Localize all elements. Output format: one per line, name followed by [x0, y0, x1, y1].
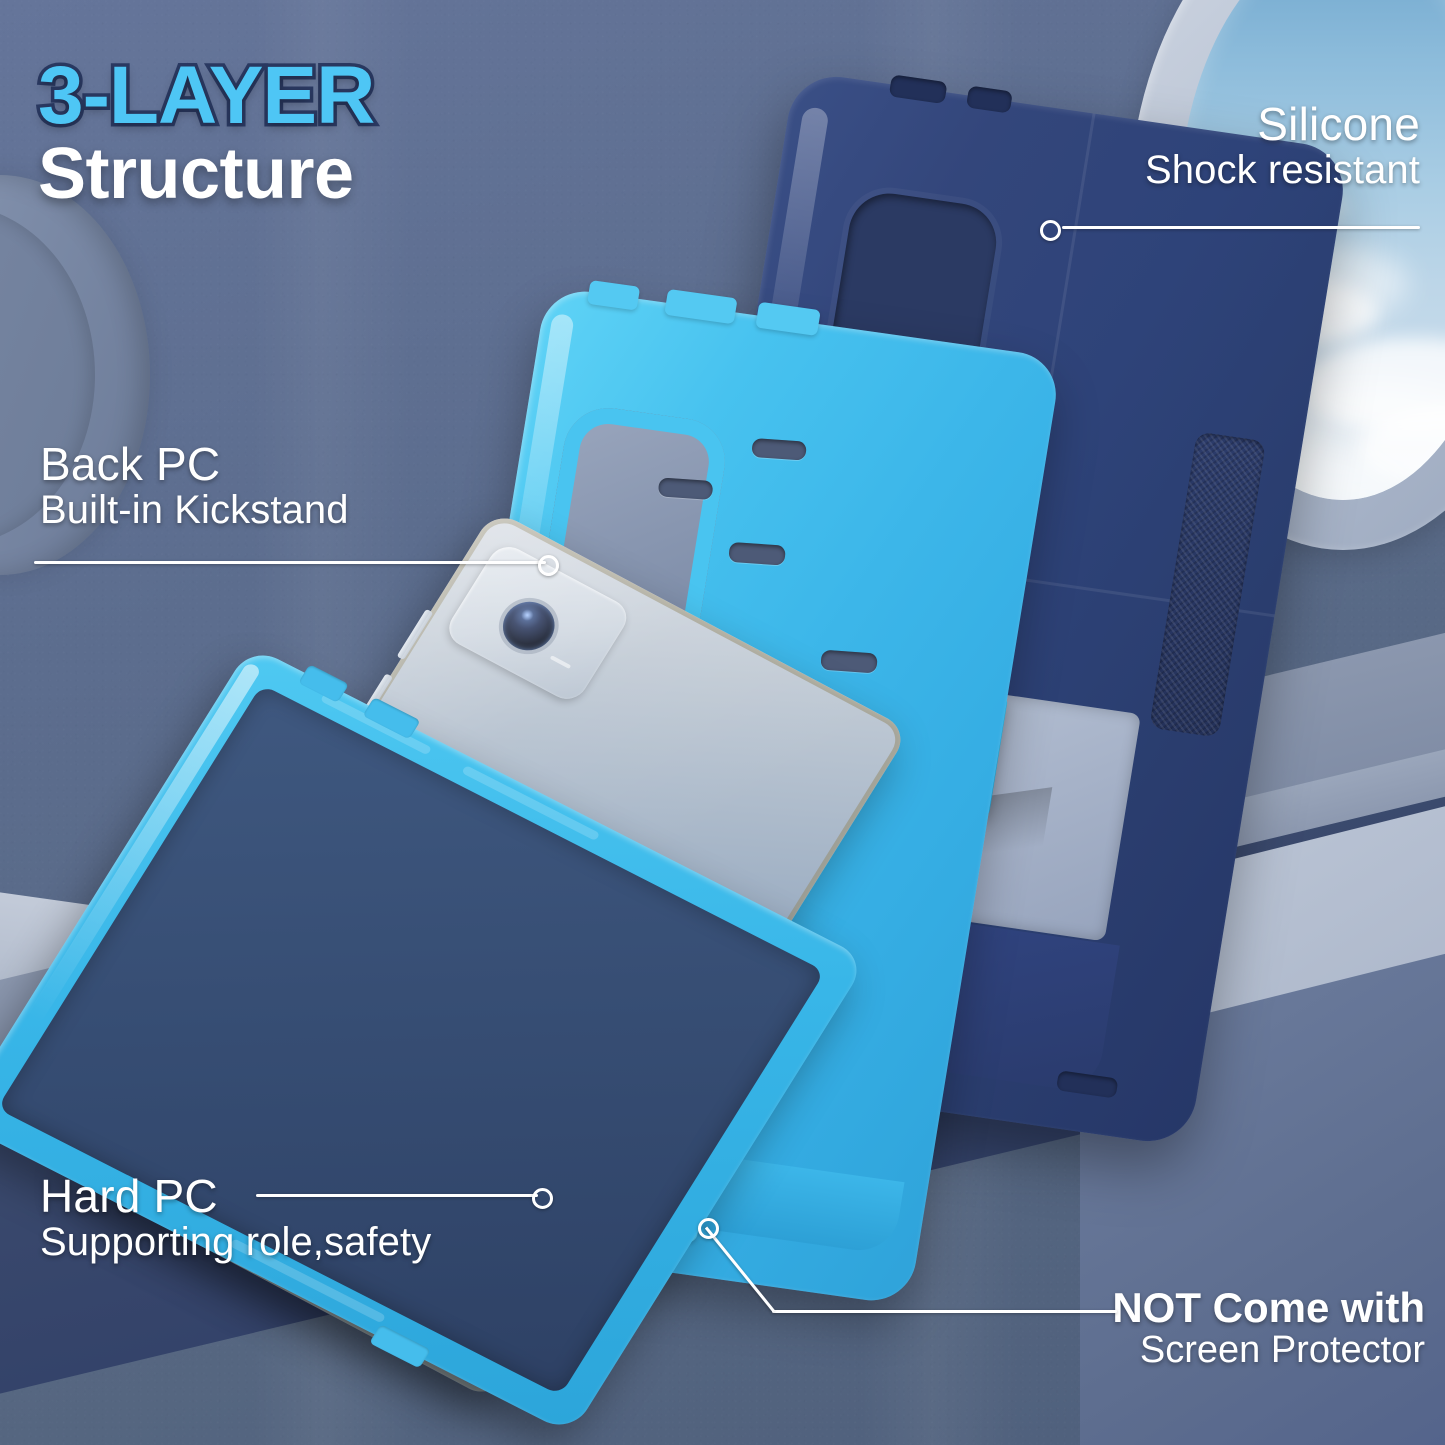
callout-screen-protector-subtitle: Screen Protector — [1139, 1329, 1425, 1372]
silicone-port-notch — [1055, 1070, 1119, 1099]
callout-back-pc-subtitle: Built-in Kickstand — [40, 488, 349, 533]
callout-hard-pc-subtitle: Supporting role,safety — [40, 1220, 432, 1265]
vent-slot — [657, 477, 714, 501]
callout-back-pc-rule — [34, 561, 546, 564]
callout-hard-pc-title: Hard PC — [40, 1170, 218, 1222]
callout-hard-pc-marker-icon — [532, 1188, 553, 1209]
vent-slot — [728, 541, 786, 566]
callout-silicone-subtitle: Shock resistant — [1145, 148, 1420, 193]
callout-silicone: Silicone Shock resistant — [760, 100, 1420, 193]
callout-back-pc-title: Back PC — [40, 438, 221, 490]
callout-screen-protector-rule — [772, 1310, 1117, 1313]
callout-silicone-title: Silicone — [1257, 98, 1420, 150]
vent-slot — [751, 437, 807, 461]
callout-screen-protector-title: NOT Come with — [1112, 1284, 1425, 1331]
callout-screen-protector-note: NOT Come with Screen Protector — [880, 1284, 1425, 1372]
headline-line-2: Structure — [38, 134, 354, 215]
callout-hard-pc: Hard PC Supporting role,safety — [40, 1172, 680, 1265]
callout-silicone-rule — [1062, 226, 1420, 229]
callout-hard-pc-rule — [256, 1194, 538, 1197]
silicone-grip-strip — [1149, 431, 1267, 738]
callout-screen-protector-marker-icon — [698, 1218, 719, 1239]
callout-back-pc: Back PC Built-in Kickstand — [40, 440, 640, 533]
headline-line-1: 3-LAYER — [34, 50, 378, 141]
vent-slot — [820, 649, 878, 674]
callout-back-pc-marker-icon — [538, 555, 559, 576]
callout-silicone-marker-icon — [1040, 220, 1061, 241]
headline: 3-LAYER Structure — [34, 50, 378, 215]
